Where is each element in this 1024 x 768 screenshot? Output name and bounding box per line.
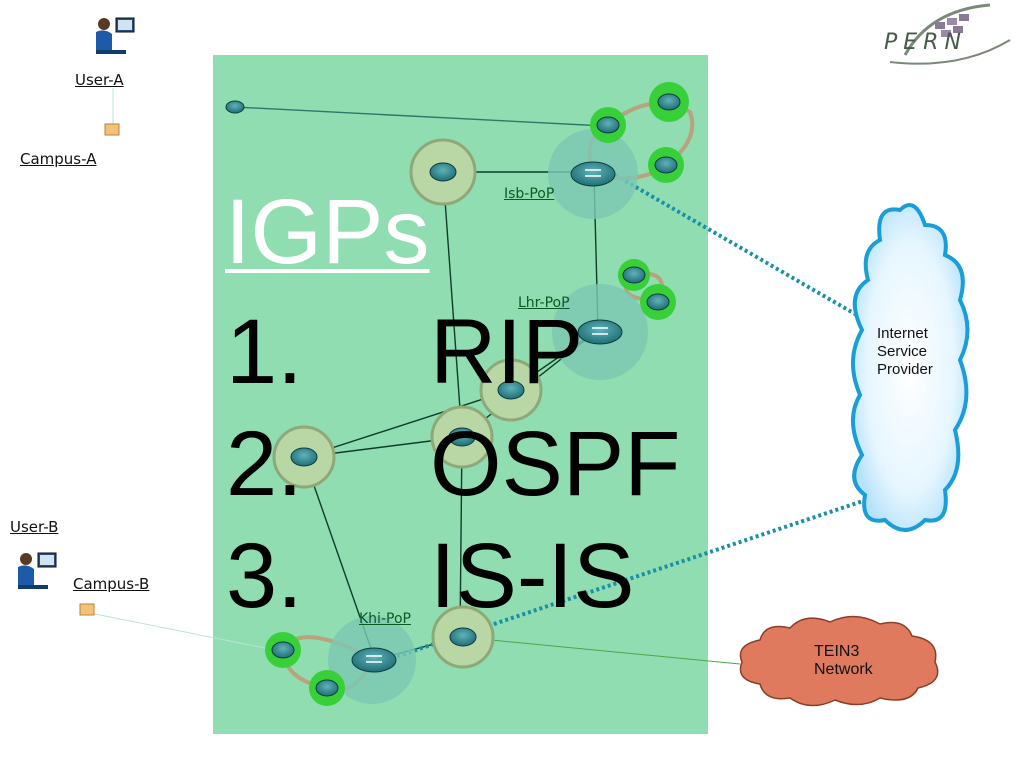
campus-b-label: Campus-B — [73, 575, 150, 593]
lhr-pop-label: Lhr-PoP — [518, 295, 570, 311]
isp-cloud — [850, 203, 970, 532]
tein-cloud-label: TEIN3 Network — [814, 643, 873, 679]
campus-a-label: Campus-A — [20, 150, 97, 168]
pern-logo — [889, 3, 1011, 65]
user-b-label: User-B — [10, 518, 59, 536]
list-item-number: 2. — [226, 413, 303, 515]
pern-logo-text: PERN — [884, 30, 967, 55]
router-arrows — [366, 169, 608, 663]
tein-line: TEIN3 — [814, 643, 860, 660]
khi-pop-label: Khi-PoP — [359, 611, 411, 627]
tein-line: Network — [814, 661, 873, 678]
user-icons — [18, 17, 135, 589]
isb-pop-label: Isb-PoP — [504, 186, 555, 202]
list-item-text: IS-IS — [430, 525, 635, 627]
isp-line: Internet — [877, 325, 928, 342]
slide-title: IGPs — [225, 181, 430, 283]
campus-switch-icons — [79, 123, 120, 616]
list-item-text: RIP — [430, 301, 584, 403]
list-item-number: 1. — [226, 301, 303, 403]
isp-cloud-label: Internet Service Provider — [877, 325, 933, 379]
routers — [225, 93, 681, 697]
list-item-text: OSPF — [430, 413, 681, 515]
isp-line: Service — [877, 343, 928, 360]
tein-cloud — [739, 615, 939, 707]
list-item-number: 3. — [226, 525, 303, 627]
user-a-label: User-A — [75, 71, 124, 89]
isp-line: Provider — [877, 361, 933, 378]
